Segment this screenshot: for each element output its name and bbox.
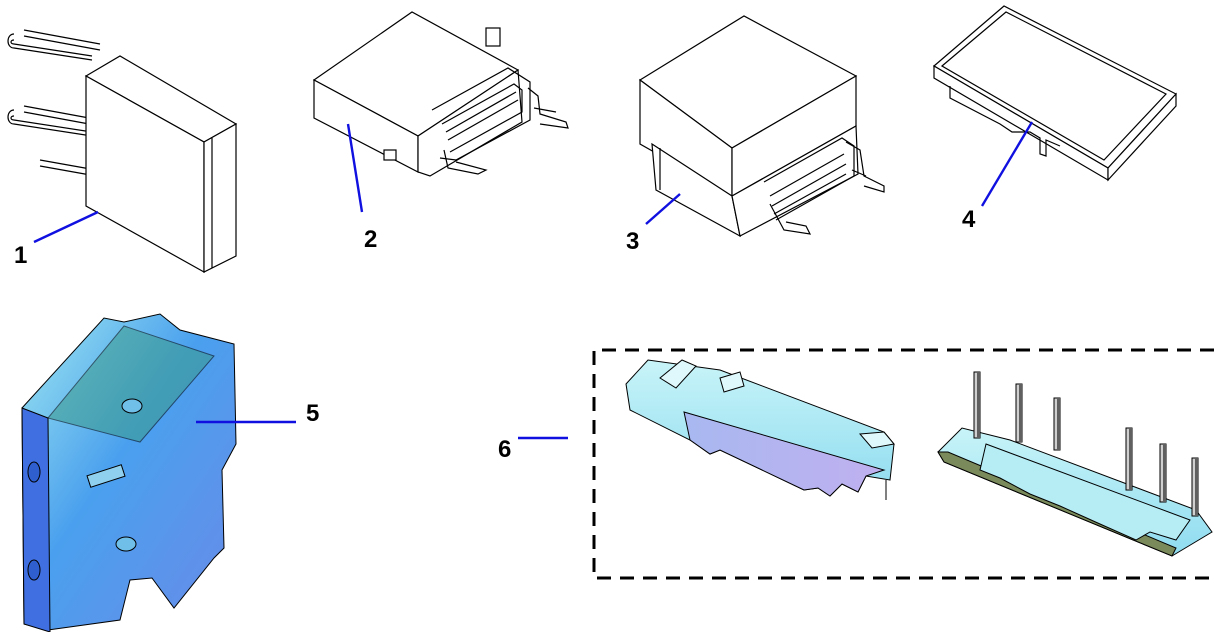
leader-lines: [33, 121, 1034, 440]
leader-line-1: [33, 210, 99, 244]
callout-number-2: 2: [364, 226, 378, 253]
side-mount-contact-block-icon: [21, 313, 237, 632]
cover-plate-icon: [932, 5, 1177, 182]
connection-comb-bars-icon: [592, 348, 1214, 580]
tall-auxiliary-block-icon: [638, 15, 885, 238]
callout-number-6: 6: [498, 436, 512, 463]
callout-number-4: 4: [962, 206, 976, 233]
callout-number-5: 5: [306, 400, 320, 427]
leader-line-4: [980, 121, 1034, 207]
front-mount-auxiliary-block-icon: [312, 11, 569, 177]
callout-number-1: 1: [14, 242, 28, 269]
callout-number-3: 3: [626, 228, 640, 255]
leader-line-3: [645, 193, 681, 225]
leader-line-2: [346, 123, 364, 213]
suppressor-module-with-pins-icon: [7, 29, 238, 274]
